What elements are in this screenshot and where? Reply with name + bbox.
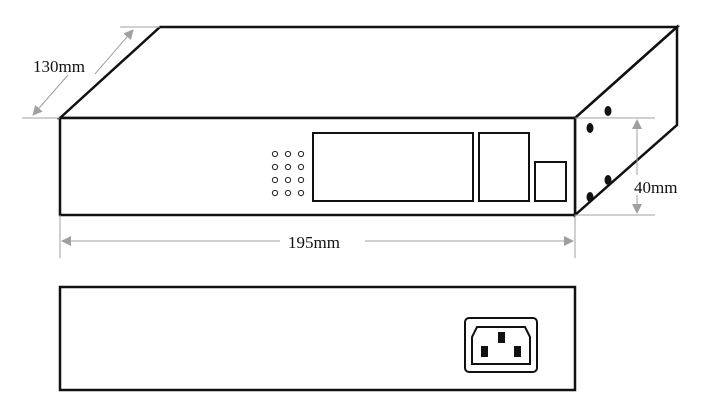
- front-isometric-view: [56, 24, 681, 218]
- screw-icon: [604, 106, 612, 116]
- side-screws: [586, 106, 612, 202]
- rear-panel: [58, 285, 577, 392]
- small-port: [534, 161, 567, 202]
- dimension-lines: [22, 26, 655, 258]
- top-face: [56, 25, 681, 120]
- power-inlet-icon: [464, 317, 538, 373]
- display-window: [312, 132, 474, 202]
- rear-view: [58, 285, 577, 392]
- speaker-grille: [271, 150, 305, 197]
- screw-icon: [604, 175, 612, 185]
- screw-icon: [586, 123, 594, 133]
- port-block: [478, 132, 530, 202]
- depth-label: 130mm: [33, 57, 85, 76]
- width-label: 195mm: [288, 233, 340, 252]
- screw-icon: [586, 192, 594, 202]
- height-label: 40mm: [634, 178, 677, 197]
- front-panel: [58, 116, 577, 217]
